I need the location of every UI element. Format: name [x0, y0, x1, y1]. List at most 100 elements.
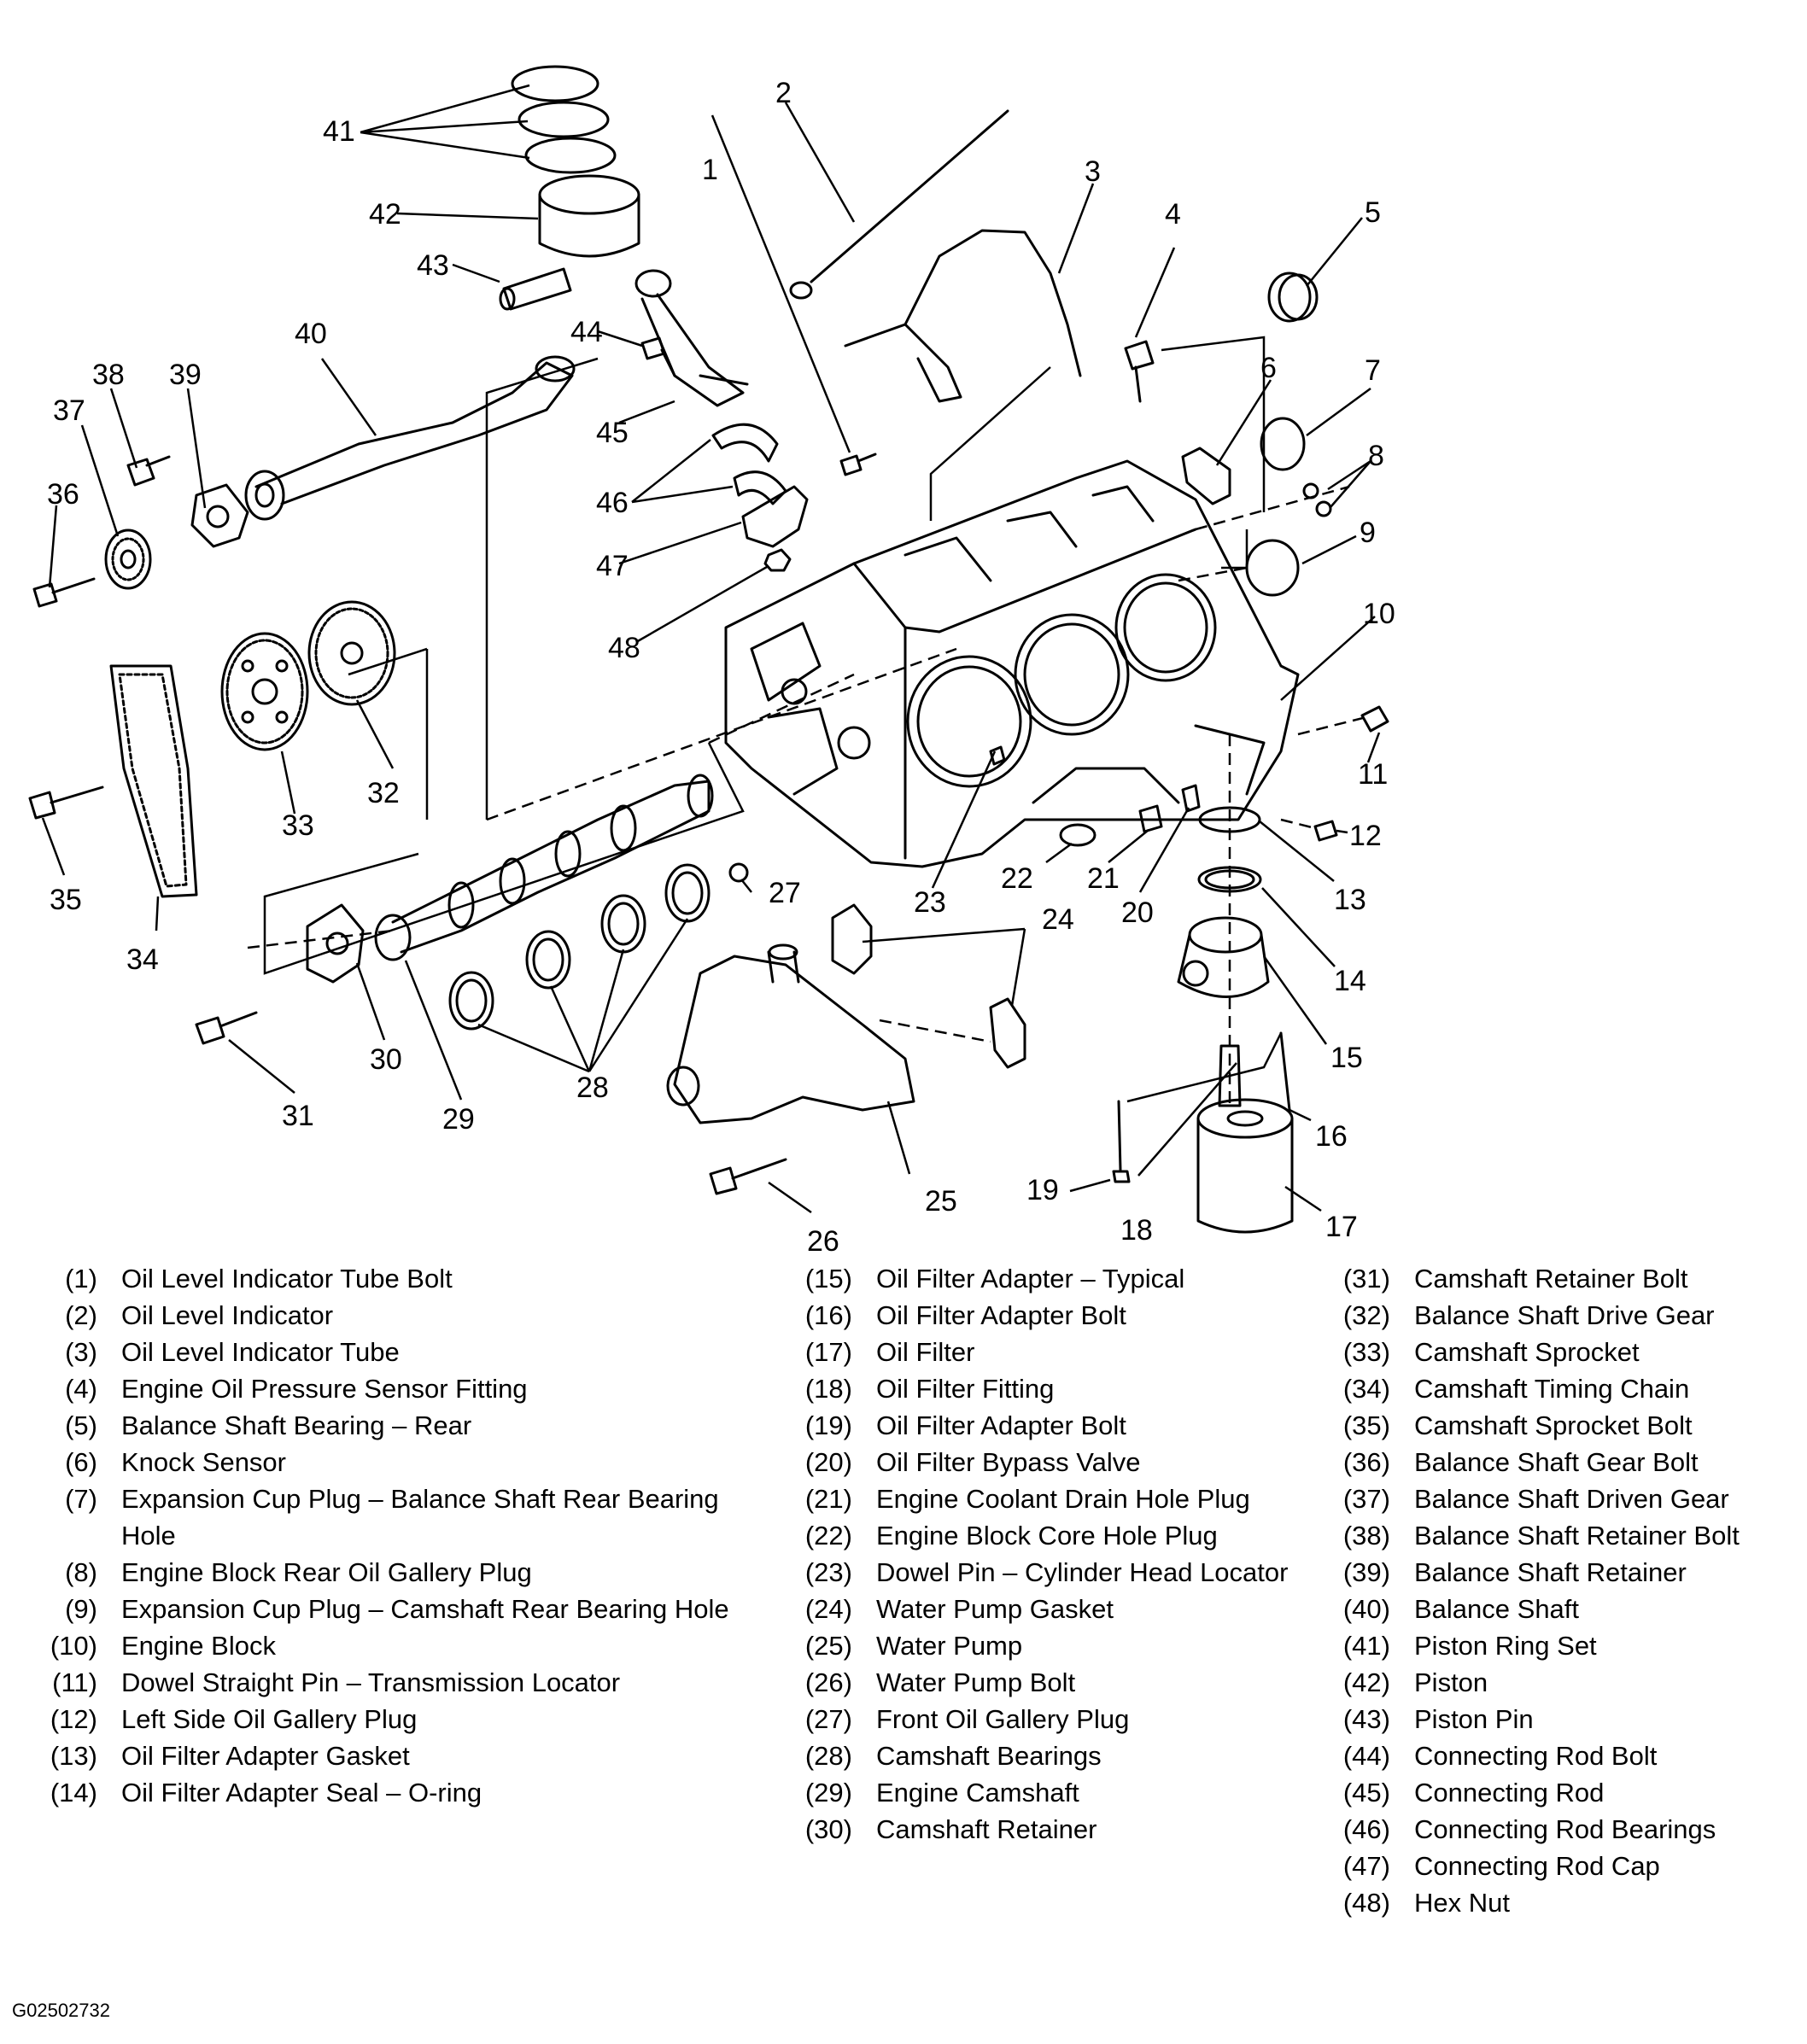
balance-shaft [244, 355, 576, 521]
callout-41: 41 [323, 115, 355, 148]
callout-23: 23 [914, 886, 946, 919]
callout-8: 8 [1368, 440, 1384, 472]
callout-26: 26 [807, 1225, 839, 1258]
figure-code: G02502732 [12, 2000, 110, 2021]
legend-item: (23)Dowel Pin – Cylinder Head Locator [794, 1554, 1354, 1591]
camshaft-retainer-bolt [195, 1011, 258, 1045]
legend-item: (25)Water Pump [794, 1627, 1354, 1664]
piston-ring-set [511, 65, 617, 174]
callout-5: 5 [1365, 196, 1381, 229]
balance-shaft-retainer [190, 483, 249, 548]
legend-item-name: Oil Filter Adapter – Typical [876, 1264, 1185, 1294]
legend-item: (43)Piston Pin [1332, 1701, 1807, 1737]
legend-item: (12)Left Side Oil Gallery Plug [43, 1701, 736, 1737]
legend-item: (1)Oil Level Indicator Tube Bolt [43, 1260, 736, 1297]
callout-11: 11 [1358, 758, 1388, 791]
legend-item: (39)Balance Shaft Retainer [1332, 1554, 1807, 1591]
oil-filter-adapter-bolt-16 [1279, 1031, 1291, 1112]
callout-3: 3 [1085, 155, 1101, 188]
callout-40: 40 [295, 318, 327, 350]
legend-item: (5)Balance Shaft Bearing – Rear [43, 1407, 736, 1444]
callout-19: 19 [1026, 1174, 1059, 1206]
balance-shaft-gear-bolt [32, 577, 96, 608]
legend-item-number: (5) [65, 1410, 97, 1440]
engine-block [724, 459, 1300, 868]
oil-filter-adapter-bolt-19 [1112, 1100, 1131, 1183]
legend-item: (28)Camshaft Bearings [794, 1737, 1354, 1774]
legend-item-number: (11) [52, 1667, 97, 1697]
legend-item-number: (18) [804, 1374, 852, 1404]
camshaft-sprocket [220, 632, 309, 751]
parts-legend-column-2: (15)Oil Filter Adapter – Typical(16)Oil … [794, 1260, 1354, 1848]
oil-level-indicator-tube-bolt [839, 453, 877, 476]
engine-coolant-drain-hole-plug [1138, 804, 1163, 833]
legend-item-number: (13) [50, 1741, 97, 1771]
legend-item: (34)Camshaft Timing Chain [1332, 1370, 1807, 1407]
legend-item-name: Engine Coolant Drain Hole Plug [876, 1484, 1250, 1514]
legend-item: (11)Dowel Straight Pin – Transmission Lo… [43, 1664, 736, 1701]
piston [538, 174, 640, 258]
legend-item-number: (39) [1342, 1557, 1390, 1587]
legend-item-number: (27) [804, 1704, 852, 1734]
connecting-rod-bearings [711, 423, 787, 505]
callout-7: 7 [1365, 354, 1381, 387]
legend-item-name: Oil Filter Adapter Bolt [876, 1410, 1126, 1440]
callout-25: 25 [925, 1185, 957, 1218]
legend-item: (38)Balance Shaft Retainer Bolt [1332, 1517, 1807, 1554]
callout-21: 21 [1087, 862, 1120, 895]
callout-12: 12 [1349, 820, 1382, 852]
legend-item-number: (22) [804, 1521, 852, 1551]
engine-oil-pressure-sensor-fitting [1124, 340, 1155, 403]
legend-item: (2)Oil Level Indicator [43, 1297, 736, 1334]
legend-item-number: (48) [1342, 1888, 1390, 1918]
legend-item-name: Piston Pin [1414, 1704, 1534, 1734]
legend-item: (4)Engine Oil Pressure Sensor Fitting [43, 1370, 736, 1407]
callout-10: 10 [1363, 598, 1395, 630]
camshaft-sprocket-bolt [28, 785, 104, 820]
legend-item: (16) Oil Filter Adapter Bolt [794, 1297, 1354, 1334]
callout-14: 14 [1334, 965, 1366, 997]
engine-camshaft [374, 774, 714, 961]
legend-item-number: (45) [1342, 1778, 1390, 1807]
legend-item: (36)Balance Shaft Gear Bolt [1332, 1444, 1807, 1480]
callout-32: 32 [367, 777, 400, 809]
callout-47: 47 [596, 550, 629, 582]
legend-item: (41)Piston Ring Set [1332, 1627, 1807, 1664]
parts-legend-column-3: (31)Camshaft Retainer Bolt(32)Balance Sh… [1332, 1260, 1807, 1921]
legend-item-name: Oil Level Indicator [121, 1300, 334, 1330]
legend-item-name: Oil Filter Adapter Bolt [876, 1300, 1126, 1330]
water-pump-bolt [709, 1158, 787, 1195]
knock-sensor [1181, 447, 1231, 505]
connecting-rod-cap [741, 485, 809, 548]
legend-item-number: (16) [804, 1300, 852, 1330]
legend-item-number: (17) [804, 1337, 852, 1367]
legend-item: (37)Balance Shaft Driven Gear [1332, 1480, 1807, 1517]
legend-item-name: Oil Level Indicator Tube Bolt [121, 1264, 453, 1294]
water-pump-gasket [831, 903, 1026, 1069]
legend-item-number: (25) [804, 1631, 852, 1661]
legend-item-number: (12) [50, 1704, 97, 1734]
callout-17: 17 [1325, 1211, 1358, 1243]
callout-2: 2 [775, 77, 792, 109]
oil-filter-fitting [1218, 1044, 1242, 1107]
legend-item-name: Balance Shaft [1414, 1594, 1580, 1624]
alignment-lines [247, 485, 1367, 1110]
legend-item-number: (33) [1342, 1337, 1390, 1367]
legend-item-number: (31) [1342, 1264, 1390, 1294]
legend-item-number: (19) [804, 1410, 852, 1440]
legend-item: (35)Camshaft Sprocket Bolt [1332, 1407, 1807, 1444]
legend-item-name: Engine Block [121, 1631, 276, 1661]
callout-27: 27 [769, 877, 801, 909]
legend-item: (7)Expansion Cup Plug – Balance Shaft Re… [43, 1480, 736, 1554]
callout-30: 30 [370, 1043, 402, 1076]
legend-item-name: Piston Ring Set [1414, 1631, 1597, 1661]
legend-item-name: Engine Block Core Hole Plug [876, 1521, 1218, 1551]
legend-item-name: Balance Shaft Gear Bolt [1414, 1447, 1699, 1477]
legend-item: (6)Knock Sensor [43, 1444, 736, 1480]
legend-item-name: Connecting Rod [1414, 1778, 1605, 1807]
connecting-rod-bolt [640, 336, 676, 377]
legend-item-number: (29) [804, 1778, 852, 1807]
legend-item-number: (44) [1342, 1741, 1390, 1771]
callout-20: 20 [1121, 896, 1154, 929]
callout-38: 38 [92, 359, 125, 391]
